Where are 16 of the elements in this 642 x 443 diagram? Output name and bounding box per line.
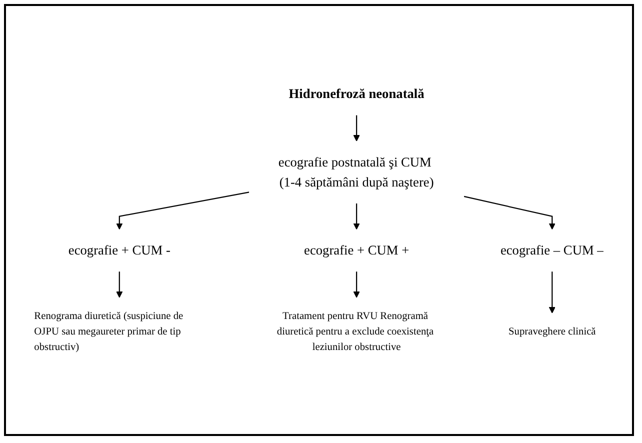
node-text: Supraveghere clinică [508, 326, 596, 338]
node-text: Tratament pentru RVU Renogramă diuretică pentru a exclude coexistenţa leziunilor obstructive [276, 311, 434, 354]
arrow [353, 204, 360, 230]
node-text: ecografie + CUM - [68, 242, 170, 258]
arrow [548, 272, 556, 314]
node-text: ecografie postnatală şi CUM (1-4 săptămâni după naştere) [278, 154, 434, 190]
arrow [464, 196, 556, 230]
arrow [353, 116, 360, 142]
arrow [116, 192, 250, 230]
diagram-frame: Hidronefroză neonatală ecografie postnatală şi CUM (1-4 săptămâni după naştere) ecografie + CUM - ecografie + CUM + ecografie – CUM – Renograma diuretică (suspiciune de OJPU sau megaureter primar de tip obstructiv) Tratament pentru RVU Renogramă diuretică pentru a exclude coexistenţa leziunilor obstructive Supraveghere clinică [4, 4, 634, 436]
node-text: Renograma diuretică (suspiciune de OJPU sau megaureter primar de tip obstructiv) [34, 311, 184, 354]
node-text: Hidronefroză neonatală [288, 86, 424, 102]
arrow [116, 272, 123, 298]
node-text: ecografie – CUM – [500, 242, 604, 258]
node-text: ecografie + CUM + [304, 242, 410, 258]
arrow [353, 272, 360, 298]
